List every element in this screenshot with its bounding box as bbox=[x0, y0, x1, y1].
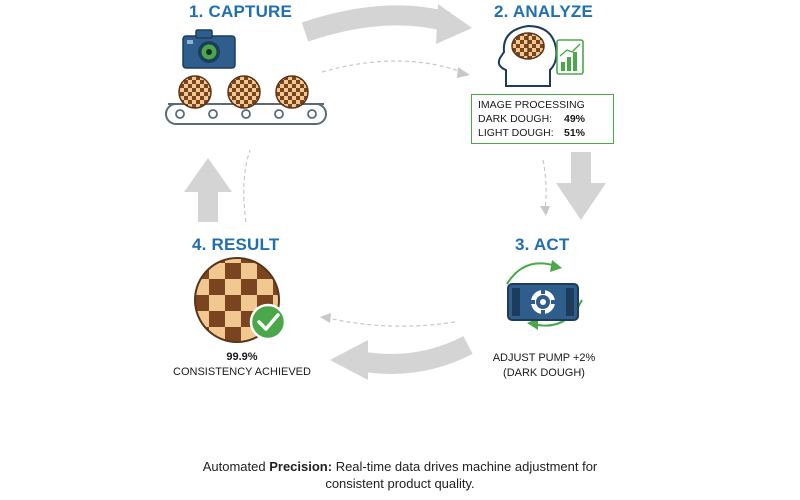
dashed-arrow-top bbox=[321, 60, 470, 78]
cycle-arrow-top bbox=[301, 4, 472, 44]
act-caption-line2: (DARK DOUGH) bbox=[503, 367, 585, 379]
light-dough-value: 51% bbox=[564, 127, 586, 139]
dark-dough-value: 49% bbox=[564, 113, 586, 125]
cookie-icon bbox=[275, 75, 309, 109]
cycle-arrow-right bbox=[556, 152, 606, 220]
footer-suffix: Real-time data drives machine adjustment… bbox=[332, 459, 598, 474]
result-caption: 99.9% CONSISTENCY ACHIEVED bbox=[162, 350, 322, 380]
image-processing-title: IMAGE PROCESSING bbox=[478, 99, 585, 111]
consistency-value: 99.9% bbox=[226, 351, 258, 363]
dashed-arrow-right bbox=[540, 159, 550, 216]
footer-strong: Precision: bbox=[269, 459, 333, 474]
footer-line1: Automated Precision: Real-time data driv… bbox=[0, 458, 800, 475]
footer-line2: consistent product quality. bbox=[325, 476, 475, 491]
dark-dough-row: DARK DOUGH: 49% bbox=[478, 112, 607, 126]
consistency-label: CONSISTENCY ACHIEVED bbox=[173, 366, 311, 378]
dark-dough-label: DARK DOUGH: bbox=[478, 113, 553, 125]
footer-prefix: Automated bbox=[202, 459, 270, 474]
dashed-arrow-bottom bbox=[320, 313, 456, 327]
step-title-capture: 1. CAPTURE bbox=[189, 2, 293, 21]
cycle-arrow-left bbox=[184, 158, 232, 222]
gear-pump-icon bbox=[507, 283, 579, 321]
act-caption-line1: ADJUST PUMP +2% bbox=[492, 352, 596, 364]
step-title-act: 3. ACT bbox=[515, 235, 570, 254]
light-dough-label: LIGHT DOUGH: bbox=[478, 127, 554, 139]
cookie-icon bbox=[178, 75, 212, 109]
dashed-arrow-left bbox=[243, 149, 251, 223]
cookie-icon bbox=[227, 75, 261, 109]
act-caption: ADJUST PUMP +2% (DARK DOUGH) bbox=[468, 351, 620, 381]
light-dough-row: LIGHT DOUGH: 51% bbox=[478, 126, 607, 140]
brain-head-icon bbox=[497, 24, 558, 87]
image-processing-panel: IMAGE PROCESSING DARK DOUGH: 49% LIGHT D… bbox=[471, 94, 614, 144]
footer-caption: Automated Precision: Real-time data driv… bbox=[0, 458, 800, 492]
check-circle-icon bbox=[249, 303, 287, 341]
growth-chart-icon bbox=[556, 39, 584, 75]
camera-icon bbox=[182, 29, 236, 69]
step-title-analyze: 2. ANALYZE bbox=[494, 2, 593, 21]
step-title-result: 4. RESULT bbox=[192, 235, 280, 254]
cycle-arrow-bottom bbox=[330, 336, 473, 380]
